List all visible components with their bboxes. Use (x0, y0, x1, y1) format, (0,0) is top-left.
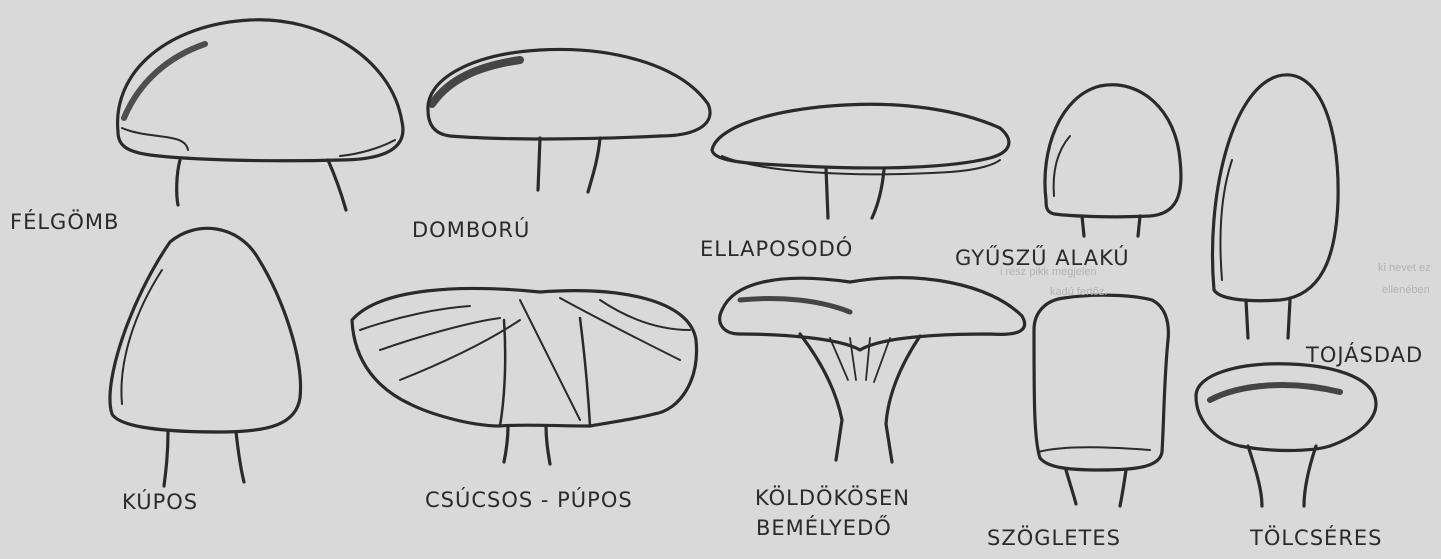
tojasdad-mushroom (1212, 75, 1338, 338)
domboru-mushroom (428, 49, 710, 192)
label-kupos: KÚPOS (122, 490, 198, 514)
tolcseres-mushroom (1196, 364, 1376, 506)
label-koldokosen: KÖLDÖKÖSEN (755, 486, 910, 510)
label-gyuszu-alaku: GYŰSZŰ ALAKÚ (955, 246, 1130, 270)
koldokosen-bemelyedo-mushroom (720, 278, 1025, 462)
label-bemelyedo: BEMÉLYEDŐ (756, 516, 892, 540)
csucsos-pupos-mushroom (352, 288, 697, 464)
bleed-text-4: kadú fertőz. (1050, 286, 1107, 298)
label-szogletes: SZÖGLETES (987, 526, 1121, 550)
ellaposodo-mushroom (712, 104, 1009, 218)
label-csucsos-pupos: CSÚCSOS - PÚPOS (425, 488, 633, 512)
felgomb-mushroom (118, 20, 403, 210)
label-domboru: DOMBORÚ (412, 218, 530, 242)
kupos-mushroom (110, 228, 301, 486)
bleed-text-1: ki nevet ez (1378, 262, 1431, 274)
szogletes-mushroom (1034, 295, 1168, 506)
bleed-text-2: ellenében (1382, 284, 1430, 296)
label-tojasdad: TOJÁSDAD (1306, 343, 1423, 367)
gyuszu-alaku-mushroom (1045, 85, 1181, 236)
label-tolcseres: TÖLCSÉRES (1250, 526, 1383, 550)
label-felgomb: FÉLGÖMB (10, 210, 119, 234)
label-ellaposodo: ELLAPOSODÓ (700, 237, 853, 261)
